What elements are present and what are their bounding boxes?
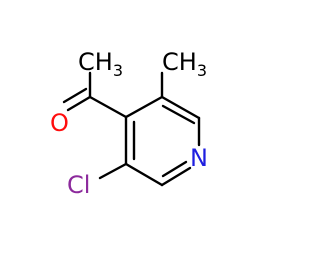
bond-carbonyl-oxygen	[66, 95, 92, 112]
atom-oxygen: O	[50, 109, 69, 137]
atom-chlorine: Cl	[67, 171, 90, 199]
bond-c5-c6-double	[161, 104, 196, 125]
bond-c4-c5	[124, 95, 164, 119]
bond-carbonyl-oxygen-double	[62, 87, 88, 104]
bond-c2-c3	[124, 162, 164, 187]
atom-labels: CH3 CH3 O Cl N	[50, 48, 208, 199]
bond-n-c2	[160, 166, 192, 187]
atom-nitrogen: N	[190, 144, 208, 172]
bond-c4-carbonyl	[88, 95, 128, 119]
atom-methyl-right: CH3	[162, 48, 207, 80]
bond-c5-c6	[160, 95, 201, 120]
atom-methyl-left: CH3	[78, 48, 123, 80]
structure-canvas: CH3 CH3 O Cl N	[50, 48, 208, 199]
bond-c3-cl	[98, 162, 128, 180]
bonds	[62, 71, 201, 187]
bond-n-c2-double	[161, 160, 188, 178]
structure-diagram: CH3 CH3 O Cl N	[50, 48, 208, 199]
